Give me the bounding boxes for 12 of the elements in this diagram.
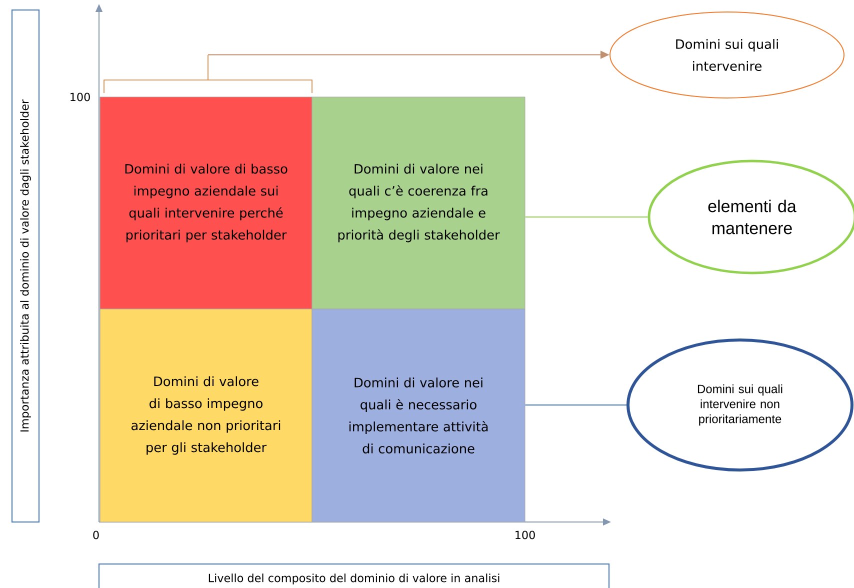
axis-tick-label: 100 [516,530,535,540]
connector-line [524,404,627,406]
quadrant-box: Domini di valore nei quali è necessario implementare attività di comunicazione [312,308,526,522]
bracket [104,54,312,94]
axis-tick-label: 100 [70,92,90,102]
quadrant-box: Domini di valore di basso impegno aziendale sui quali intervenire perché prioritari per stakeholder [100,96,312,310]
axis-title-box: Livello del composito del dominio di valore in analisi [98,563,610,588]
axis-title-box: Importanza attribuita al dominio di valore dagli stakeholder [12,10,40,522]
connector-line [524,216,648,218]
quadrant-box: Domini di valore di basso impegno aziendale non prioritari per gli stakeholder [100,308,312,522]
axis-tick-label: 0 [93,530,99,540]
quadrant-box: Domini di valore nei quali c’è coerenza fra impegno aziendale e priorità degli stakeholder [312,96,526,310]
